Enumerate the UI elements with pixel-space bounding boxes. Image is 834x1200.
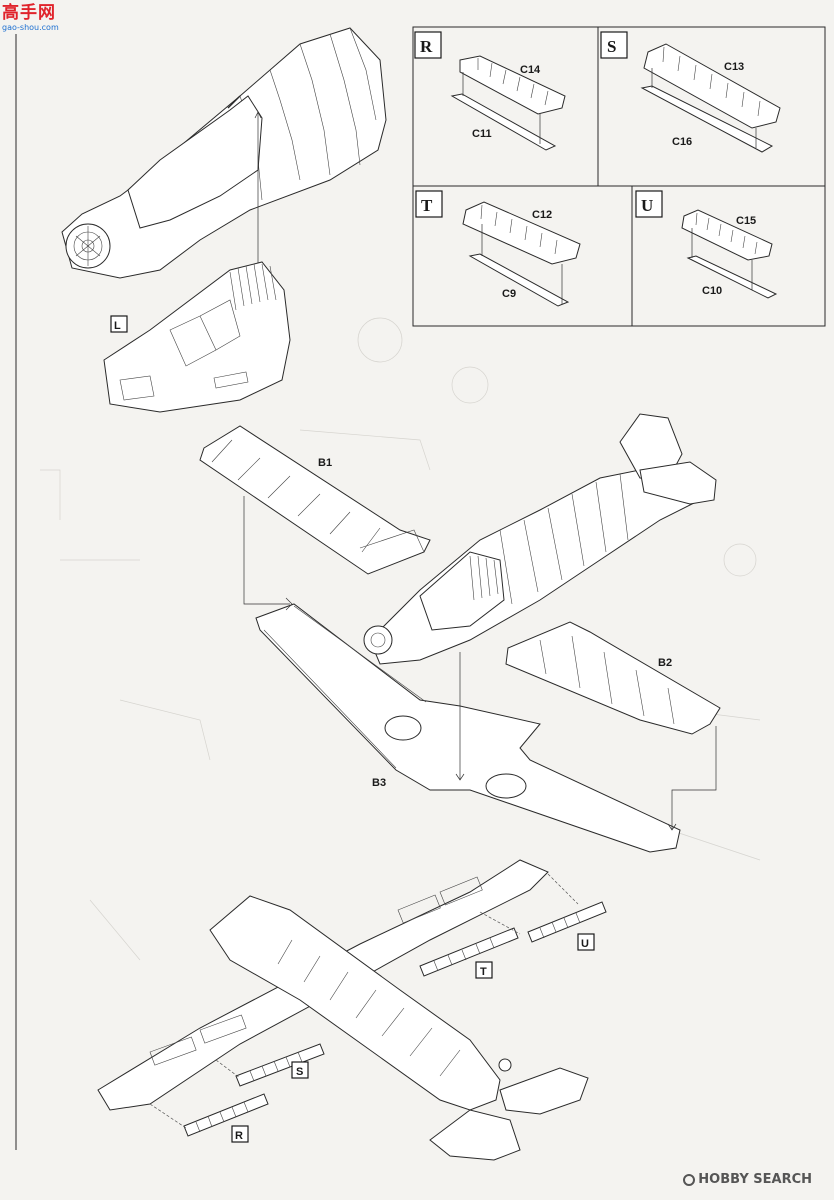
cockpit-tub: [103, 261, 291, 413]
callout-s-badge: [291, 1061, 309, 1079]
slat-u: [527, 901, 607, 943]
part-label-c12: C12: [532, 209, 552, 221]
wing-upper-right: [505, 621, 721, 735]
airframe-top-view: [363, 413, 717, 665]
part-label-c16: C16: [672, 136, 692, 148]
step-R-badge: [414, 31, 442, 59]
part-label-c15: C15: [736, 215, 756, 227]
part-c14: [459, 55, 566, 115]
wheel-well-right: [485, 773, 527, 799]
wing-upper-left: [199, 425, 431, 575]
canopy-frame: [127, 95, 263, 229]
slat-t: [419, 927, 519, 977]
fuselage-front-assembly: [15, 27, 387, 1150]
part-label-c9: C9: [502, 288, 516, 300]
callout-u-badge: [577, 933, 595, 951]
step-T-badge: [415, 190, 443, 218]
part-c11: [450, 93, 557, 151]
callout-t-label: T: [480, 966, 487, 978]
tail-wheel: [498, 1058, 512, 1072]
cockpit-open: [419, 551, 505, 631]
tail-underside-right: [499, 1067, 589, 1115]
logo-domain: gao-shou.com: [2, 23, 59, 32]
part-c15: [681, 209, 773, 261]
callout-r-label: R: [235, 1130, 243, 1142]
logo-name: 高手网: [2, 3, 56, 23]
part-c9: [468, 253, 570, 307]
wheel-well-left: [384, 715, 422, 741]
part-label-b2: B2: [658, 657, 672, 669]
part-c10: [686, 255, 778, 299]
slat-s: [235, 1043, 325, 1087]
watermark-text: HOBBY SEARCH: [698, 1172, 812, 1187]
tail-fin: [619, 413, 683, 481]
step-S: S C13 C16: [600, 31, 781, 153]
callout-t-badge: [475, 961, 493, 979]
part-label-b3: B3: [372, 777, 386, 789]
underside-assembly: R S T U: [97, 859, 607, 1161]
step-L-label: L: [114, 320, 121, 332]
step-S-label: S: [607, 37, 616, 56]
step-S-badge: [600, 31, 628, 59]
step-L-badge: [110, 315, 128, 333]
step-U-badge: [635, 190, 663, 218]
sub-steps-panel: R C14 C11 S C13 C16 T C12 C9: [412, 26, 826, 327]
hobby-search-icon: [683, 1173, 696, 1186]
part-label-b1: B1: [318, 457, 332, 469]
site-logo: 高手网 gao-shou.com: [2, 3, 80, 41]
callout-u-label: U: [581, 938, 589, 950]
watermark: HOBBY SEARCH: [683, 1172, 812, 1187]
part-c16: [640, 85, 774, 153]
engine-face-complete: [363, 625, 393, 655]
part-label-c10: C10: [702, 285, 722, 297]
callout-s-label: S: [296, 1066, 303, 1078]
fuselage-complete: [369, 469, 701, 665]
part-label-c13: C13: [724, 61, 744, 73]
step-R-label: R: [420, 37, 433, 56]
fuselage-underside: [209, 895, 501, 1111]
wing-assembly: B1 B2 B3: [199, 425, 721, 853]
slat-r: [183, 1093, 269, 1137]
wing-lower: [255, 603, 681, 853]
part-c13: [643, 43, 781, 129]
step-U-label: U: [641, 196, 653, 215]
tail-underside-left: [429, 1109, 521, 1161]
step-L: L: [103, 261, 291, 413]
callout-r-badge: [231, 1125, 249, 1143]
step-T-label: T: [421, 196, 433, 215]
step-T: T C12 C9: [415, 190, 581, 307]
step-U: U C15 C10: [635, 190, 778, 299]
part-label-c11: C11: [472, 128, 492, 140]
part-label-c14: C14: [520, 64, 541, 76]
step-R: R C14 C11: [414, 31, 566, 151]
tail-plane: [639, 461, 717, 505]
part-c12: [462, 201, 581, 265]
